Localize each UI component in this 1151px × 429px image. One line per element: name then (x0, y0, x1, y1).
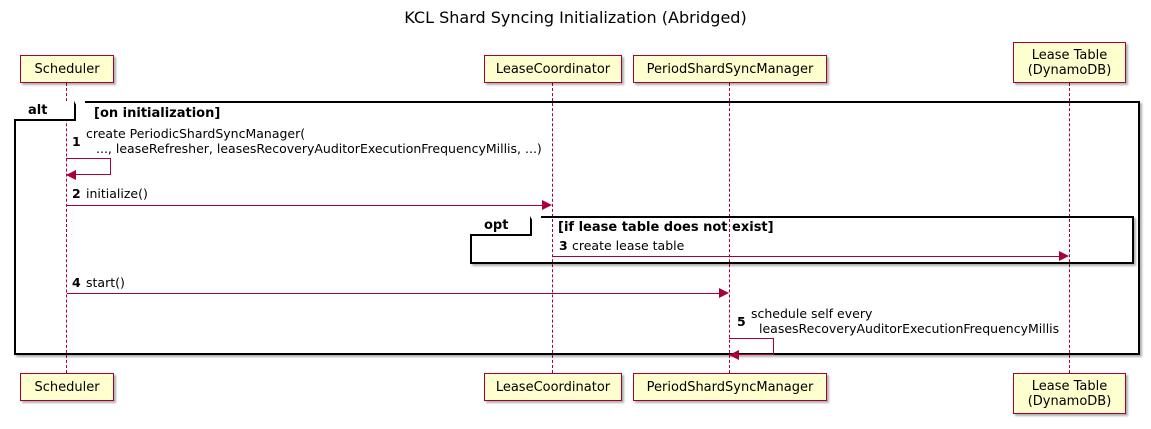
message-4-arrowhead (719, 288, 729, 298)
participant-leasecoordinator-bottom[interactable]: LeaseCoordinator (484, 373, 622, 401)
page-title: KCL Shard Syncing Initialization (Abridg… (404, 8, 747, 27)
participant-periodshardsyncmanager-top[interactable]: PeriodShardSyncManager (633, 55, 827, 83)
participant-scheduler-top[interactable]: Scheduler (20, 55, 114, 83)
fragment-alt (14, 101, 1140, 355)
participant-leasetable-bottom[interactable]: Lease Table (DynamoDB) (1013, 373, 1126, 414)
fragment-operator-label: opt (484, 217, 509, 233)
participant-label: Scheduler (34, 379, 100, 395)
message-2-text-line1: initialize() (86, 186, 148, 201)
participant-label: Lease Table (DynamoDB) (1027, 47, 1112, 78)
participant-periodshardsyncmanager-bottom[interactable]: PeriodShardSyncManager (633, 373, 827, 401)
participant-label: LeaseCoordinator (495, 61, 611, 77)
participant-scheduler-bottom[interactable]: Scheduler (20, 373, 114, 401)
message-2-arrowhead (542, 200, 552, 210)
message-3-number: 3 (559, 238, 568, 253)
fragment-alt-guard: [on initialization] (94, 106, 221, 121)
participant-label: PeriodShardSyncManager (646, 379, 814, 395)
message-5-selfcall-path (729, 338, 774, 355)
message-5-arrowhead (729, 350, 739, 360)
message-4-line (67, 293, 720, 294)
participant-label: LeaseCoordinator (495, 379, 611, 395)
fragment-opt-guard: [if lease table does not exist] (558, 220, 774, 235)
lifeline-scheduler (66, 83, 67, 373)
participant-leasecoordinator-top[interactable]: LeaseCoordinator (484, 55, 622, 83)
message-1-selfcall-path (66, 158, 111, 175)
message-4-text-line1: start() (86, 275, 125, 290)
message-3-text-line1: create lease table (572, 238, 685, 253)
participant-label: Scheduler (34, 61, 100, 77)
message-1-text-line2: ..., leaseRefresher, leasesRecoveryAudit… (96, 141, 542, 156)
lifeline-leasecoordinator (552, 83, 553, 373)
message-5-text-line1: schedule self every (751, 306, 873, 321)
fragment-alt-operator-tab: alt (14, 101, 85, 121)
message-5-number: 5 (737, 314, 746, 329)
message-2-line (67, 205, 543, 206)
lifeline-leasetable (1069, 83, 1070, 373)
lifeline-periodshardsyncmanager (729, 83, 730, 373)
message-3-line (553, 256, 1060, 257)
fragment-operator-label: alt (28, 102, 48, 118)
message-2-number: 2 (72, 186, 81, 201)
fragment-opt (470, 216, 1134, 264)
message-5-text-line2: leasesRecoveryAuditorExecutionFrequencyM… (759, 321, 1060, 336)
message-1-number: 1 (72, 134, 81, 149)
fragment-opt-operator-tab: opt (470, 216, 541, 236)
participant-label: PeriodShardSyncManager (646, 61, 814, 77)
message-1-text-line1: create PeriodicShardSyncManager( (86, 126, 306, 141)
participant-label: Lease Table (DynamoDB) (1027, 378, 1112, 409)
message-1-arrowhead (66, 170, 76, 180)
participant-leasetable-top[interactable]: Lease Table (DynamoDB) (1013, 42, 1126, 83)
message-4-number: 4 (72, 275, 81, 290)
message-3-arrowhead (1059, 251, 1069, 261)
